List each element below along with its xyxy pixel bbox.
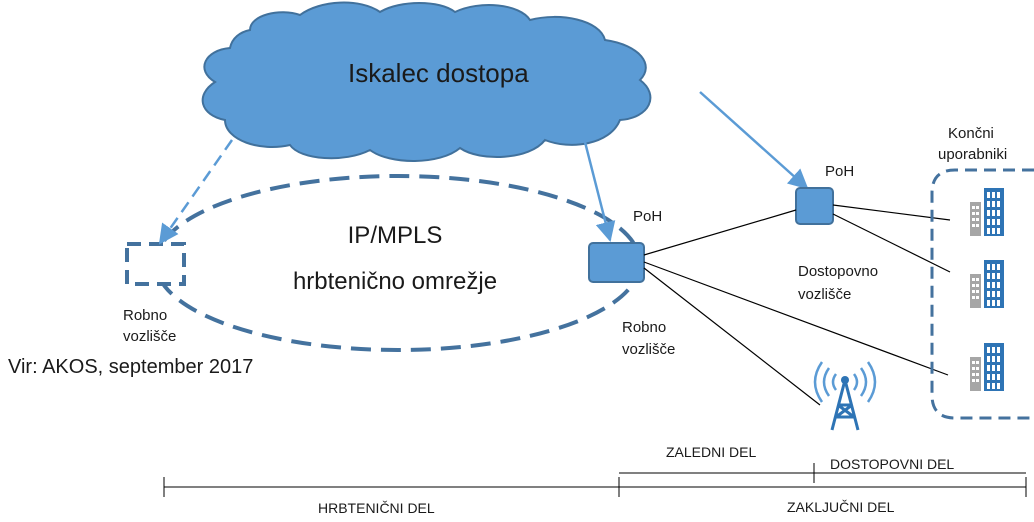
access-node-poh: PoH xyxy=(825,163,855,180)
section-dostopovni: DOSTOPOVNI DEL xyxy=(830,456,955,472)
edge-node-right xyxy=(588,242,645,283)
building-icon xyxy=(970,343,1004,391)
section-brackets xyxy=(163,463,1027,497)
cloud-shape xyxy=(201,1,652,162)
section-zakljucni: ZAKLJUČNI DEL xyxy=(787,499,895,515)
core-network-ring xyxy=(154,174,642,352)
link-edge-to-access xyxy=(643,209,797,256)
edge-node-left xyxy=(125,242,186,286)
access-node-label-2: vozlišče xyxy=(798,286,852,303)
building-icon xyxy=(970,260,1004,308)
core-network-subtitle: hrbtenično omrežje xyxy=(292,268,498,295)
source-note: Vir: AKOS, september 2017 xyxy=(8,356,254,378)
link-edge-to-building-3 xyxy=(643,261,949,376)
access-node xyxy=(795,187,834,225)
edge-node-right-label-1: Robno xyxy=(622,319,667,336)
link-edge-to-tower xyxy=(643,267,821,406)
arrow-cloud-to-access xyxy=(699,91,809,190)
arrow-cloud-to-edge-left xyxy=(158,139,234,245)
section-zaledni: ZALEDNI DEL xyxy=(666,444,757,460)
link-access-to-building-2 xyxy=(832,213,951,273)
core-network-title: IP/MPLS xyxy=(347,222,443,249)
end-users-label-2: uporabniki xyxy=(938,146,1008,163)
end-users-label-1: Končni xyxy=(948,125,994,142)
edge-node-right-label-2: vozlišče xyxy=(622,341,676,358)
access-node-label-1: Dostopovno xyxy=(798,263,879,280)
section-hrbtenicni: HRBTENIČNI DEL xyxy=(318,500,435,516)
cell-tower-icon xyxy=(813,361,877,431)
connection-lines xyxy=(643,204,951,406)
end-users-box xyxy=(930,168,1034,420)
building-icon xyxy=(970,188,1004,236)
edge-node-right-poh: PoH xyxy=(633,208,663,225)
arrow-cloud-to-edge-right xyxy=(583,141,616,242)
edge-node-left-label-1: Robno xyxy=(123,307,168,324)
cloud-label: Iskalec dostopa xyxy=(348,58,529,88)
edge-node-left-label-2: vozlišče xyxy=(123,328,177,345)
